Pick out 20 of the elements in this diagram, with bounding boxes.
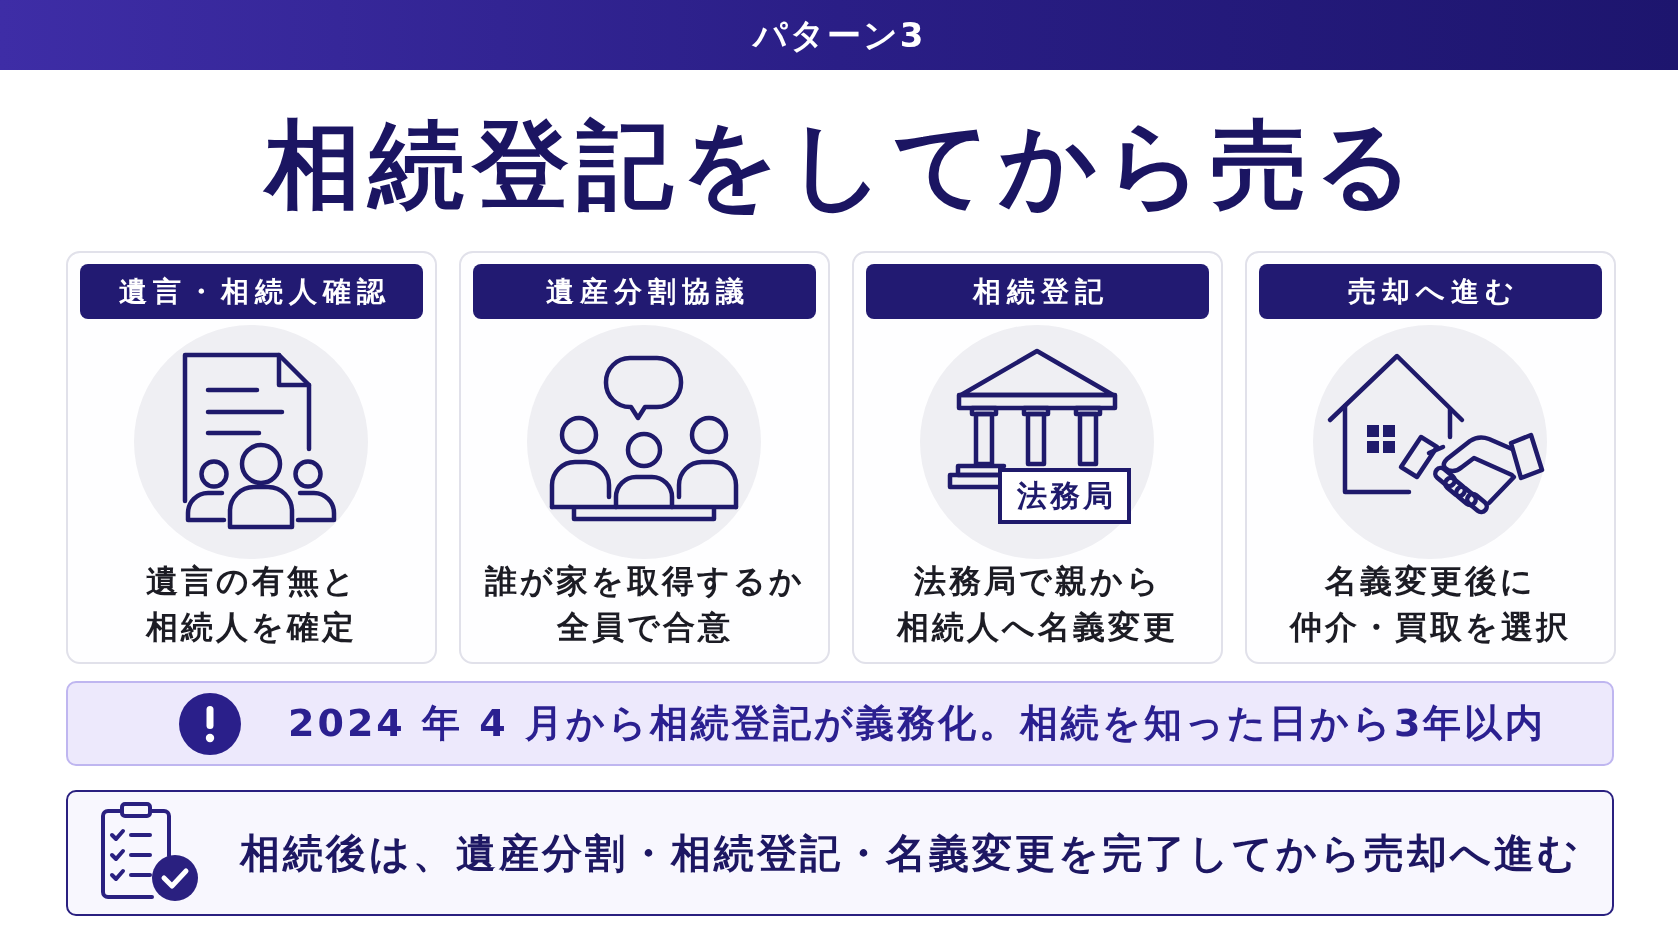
step-heading: 相続登記 xyxy=(866,264,1209,319)
step-heading: 売却へ進む xyxy=(1259,264,1602,319)
step-card xyxy=(459,251,830,664)
step-description: 遺言の有無と相続人を確定 xyxy=(145,561,358,648)
step-card xyxy=(852,251,1223,664)
step-description: 名義変更後に仲介・買取を選択 xyxy=(1290,561,1571,648)
step-description: 誰が家を取得するか全員で合意 xyxy=(484,561,805,648)
notice-bar xyxy=(66,681,1614,766)
step-card xyxy=(1245,251,1616,664)
notice-text: 2024 年 4 月から相続登記が義務化。相続を知った日から3年以内 xyxy=(288,700,1547,746)
step-description: 法務局で親から相続人へ名義変更 xyxy=(897,561,1178,648)
page-title: 相続登記をしてから売る xyxy=(262,110,1421,220)
summary-text: 相続後は、遺産分割・相続登記・名義変更を完了してから売却へ進む xyxy=(240,829,1581,877)
header-band xyxy=(0,0,1678,70)
pattern-label: パターン3 xyxy=(752,14,926,56)
office-sign: 法務局 xyxy=(998,468,1131,524)
step-card xyxy=(66,251,437,664)
step-heading: 遺産分割協議 xyxy=(473,264,816,319)
summary-bar xyxy=(66,790,1614,916)
step-heading: 遺言・相続人確認 xyxy=(80,264,423,319)
